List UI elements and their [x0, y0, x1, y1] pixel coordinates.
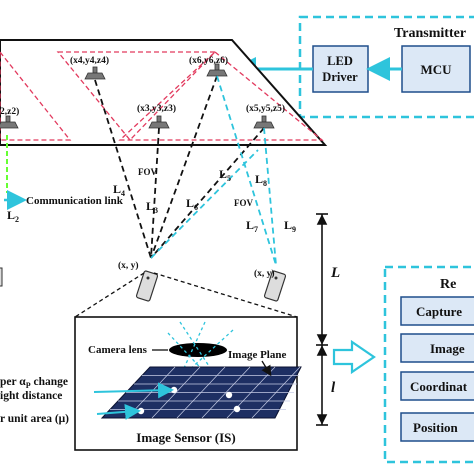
ray-label-l9: L9 [284, 218, 296, 234]
ceiling-plane [0, 39, 328, 146]
hollow-arrow [332, 339, 376, 375]
led-lamp-2 [0, 115, 19, 129]
fov-label-2: FOV [234, 198, 253, 208]
receiver-step-3 [400, 371, 474, 401]
led-cells [0, 50, 324, 141]
led-lamp-5 [253, 115, 275, 129]
phone-1 [135, 270, 159, 302]
led-lamp-6 [206, 63, 228, 77]
ray-l3 [150, 127, 160, 259]
led-driver-label-2: Driver [322, 70, 358, 84]
led-lamp-4 [84, 66, 106, 80]
mcu-box [401, 45, 471, 93]
distance-markers [316, 213, 328, 426]
image-plane-pointer [261, 360, 272, 377]
transmitter-block: Transmitter LED Driver MCU [232, 15, 474, 119]
phone-2 [263, 270, 287, 302]
ray-label-l4: L4 [113, 182, 125, 198]
fov-label-1: FOV [138, 167, 157, 177]
receiver-step-4 [400, 412, 474, 442]
receiver-step-1-label: Capture [416, 304, 462, 319]
receiver-block: Re Capture Image Coordinat Position [383, 265, 474, 464]
sensor-note-2: ight distance [0, 390, 62, 402]
mcu-label: MCU [420, 62, 452, 77]
sensor-note-1: per αP change [0, 376, 68, 390]
ray-label-l5: L5 [219, 167, 231, 183]
receiver-step-1 [400, 296, 474, 326]
led-coord-6: (x6,y6,z6) [189, 55, 228, 66]
camera-lens [169, 343, 227, 357]
led-driver-box [312, 45, 369, 93]
image-sensor-title: Image Sensor (IS) [136, 430, 235, 445]
ray-l6 [150, 75, 218, 259]
camera-lens-label: Camera lens [88, 344, 148, 356]
ray-l5 [150, 127, 265, 259]
receiver-frame [383, 265, 474, 464]
communication-label: Communication link [26, 195, 124, 207]
receiver-step-4-label: Position [413, 420, 459, 435]
led-cell-left [0, 50, 72, 141]
ray-label-l6: L6 [186, 196, 198, 212]
image-plane-label: Image Plane [228, 349, 286, 361]
phone-2-coord: (x, y) [254, 268, 275, 279]
led-coord-2: 2,z2) [0, 106, 19, 117]
ray-label-l3: L3 [146, 199, 158, 215]
distance-small-l: l [331, 380, 336, 396]
led-cell-center [56, 51, 217, 141]
led-coord-3: (x3,y3,z3) [137, 103, 176, 114]
sensor-note-3: r unit area (μ) [0, 413, 69, 425]
communication-link: Communication link L2 [4, 135, 124, 224]
transmitter-frame [298, 15, 474, 119]
receiver-step-2-label: Image [430, 341, 465, 356]
ray-l9 [263, 127, 277, 266]
cyan-rays [150, 75, 277, 266]
led-coord-4: (x4,y4,z4) [70, 55, 109, 66]
ray-label-l8: L8 [255, 172, 267, 188]
led-lamps [0, 63, 275, 129]
distance-big-l: L [330, 265, 340, 281]
transmitter-title: Transmitter [394, 26, 466, 41]
black-rays [94, 75, 265, 259]
ray-label-l7: L7 [246, 218, 258, 234]
phone-1-coord: (x, y) [118, 260, 139, 271]
ray-l8-fov [150, 149, 259, 259]
receiver-step-3-label: Coordinat [410, 379, 468, 394]
receiver-title: Re [440, 277, 456, 292]
led-driver-label-1: LED [327, 54, 353, 68]
link-label-l2: L2 [7, 208, 19, 224]
sensor-note-arrows [93, 382, 174, 420]
zoom-lines [74, 272, 298, 318]
led-coord-5: (x5,y5,z5) [246, 103, 285, 114]
ray-l7 [216, 75, 277, 266]
ray-l4 [94, 79, 152, 259]
led-lamp-3 [148, 115, 170, 129]
phone-left-partial [0, 267, 3, 287]
receiver-step-2 [400, 333, 474, 363]
